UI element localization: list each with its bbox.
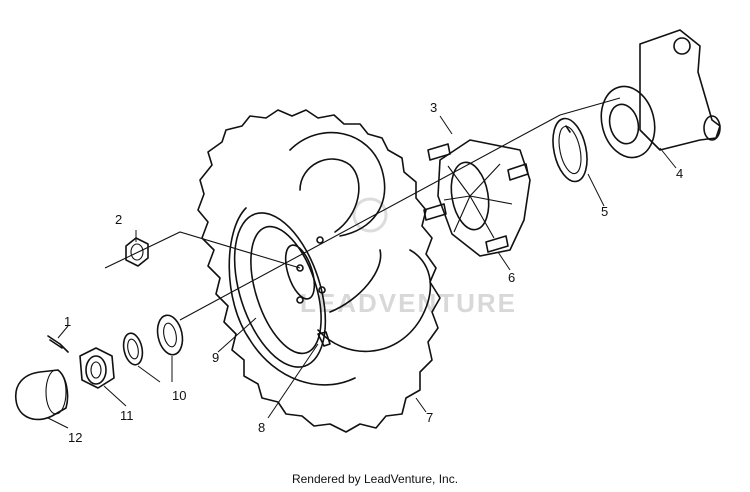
watermark-text: LEADVENTURE — [300, 288, 517, 318]
footer-credit: Rendered by LeadVenture, Inc. — [291, 472, 459, 486]
castle-nut — [79, 347, 115, 389]
watermark: LEADVENTURE — [300, 197, 517, 318]
rim — [233, 212, 327, 368]
axle-line — [179, 97, 621, 321]
cotter-pin — [47, 335, 69, 353]
callout-8: 8 — [258, 420, 265, 435]
callout-6: 6 — [508, 270, 515, 285]
callout-labels: 1 2 3 4 5 6 7 8 9 10 11 12 — [64, 100, 683, 445]
lug-nut — [125, 237, 149, 267]
callout-4: 4 — [676, 166, 683, 181]
leader-lines — [47, 115, 677, 429]
wheel-hub — [437, 139, 531, 257]
spindle-knuckle — [600, 29, 721, 159]
callout-2: 2 — [115, 212, 122, 227]
callout-3: 3 — [430, 100, 437, 115]
callout-5: 5 — [601, 204, 608, 219]
seal-ring — [552, 117, 588, 183]
hub-cap — [15, 369, 69, 421]
washers — [122, 314, 184, 366]
wheel-studs — [423, 143, 529, 253]
callout-1: 1 — [64, 314, 71, 329]
tire — [197, 109, 441, 433]
valve-stem — [317, 331, 331, 347]
callout-7: 7 — [426, 410, 433, 425]
callout-11: 11 — [120, 408, 134, 423]
callout-12: 12 — [68, 430, 82, 445]
stud-axis-line — [104, 231, 301, 269]
callout-9: 9 — [212, 350, 219, 365]
callout-10: 10 — [172, 388, 186, 403]
